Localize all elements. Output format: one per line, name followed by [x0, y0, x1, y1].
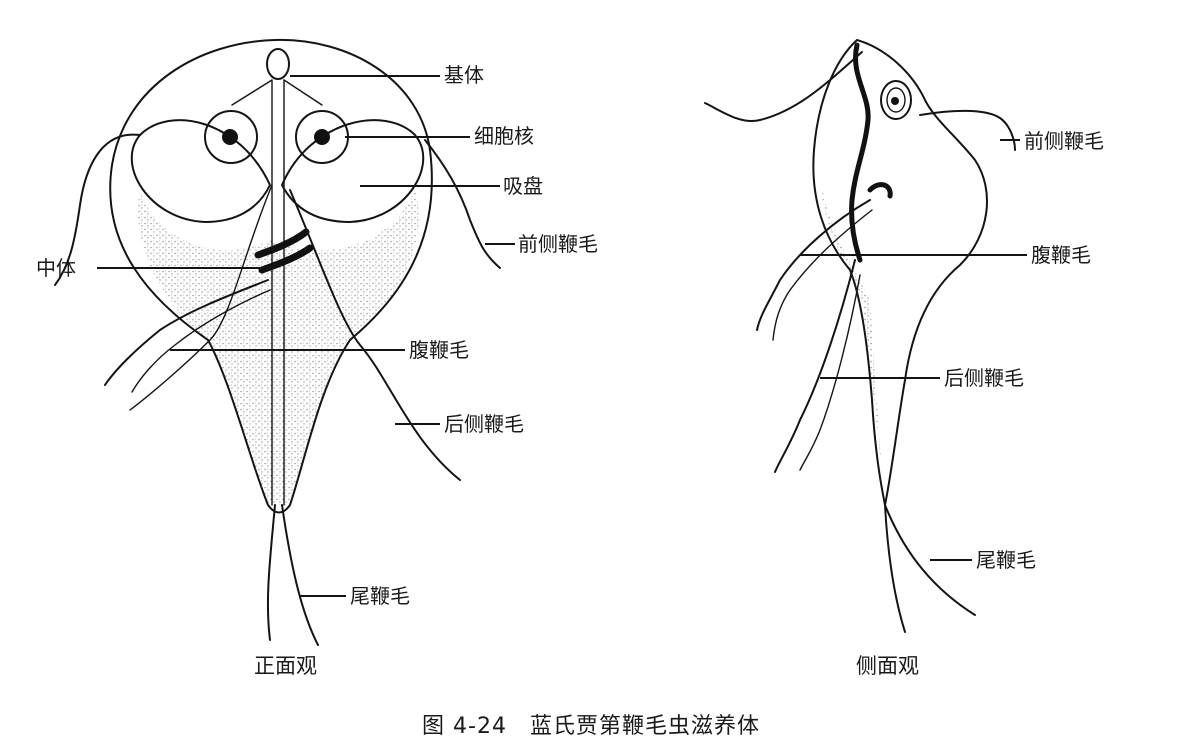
label-basal-body: 基体: [444, 63, 484, 87]
front-basal-body: [266, 48, 290, 80]
label-nucleus: 细胞核: [474, 124, 534, 148]
figure-caption: 图 4-24 蓝氏贾第鞭毛虫滋养体: [422, 714, 760, 739]
front-sucking-disc-left: [130, 119, 271, 223]
label-sucking-disc: 吸盘: [503, 174, 543, 198]
label-front-ventral-flagella: 腹鞭毛: [409, 338, 469, 362]
front-nucleus-left: [204, 110, 258, 164]
side-leader-lines: [800, 139, 1027, 561]
label-median-body: 中体: [36, 256, 76, 280]
side-view-title: 侧面观: [856, 654, 919, 678]
side-body-outline: [812, 39, 988, 506]
label-front-anterior-flagella: 前侧鞭毛: [518, 232, 598, 256]
side-nucleus: [880, 80, 912, 120]
front-leader-lines: [97, 75, 515, 597]
front-body-outline: [109, 38, 433, 514]
front-sucking-disc-right: [281, 119, 425, 223]
front-view-title: 正面观: [254, 654, 317, 678]
label-front-posterior-flagella: 后侧鞭毛: [444, 412, 524, 436]
label-front-caudal-flagella: 尾鞭毛: [350, 584, 410, 608]
front-median-body: [254, 228, 310, 259]
label-side-caudal-flagella: 尾鞭毛: [976, 548, 1036, 572]
label-side-posterior-flagella: 后侧鞭毛: [944, 366, 1024, 390]
label-side-ventral-flagella: 腹鞭毛: [1031, 243, 1091, 267]
label-side-anterior-flagella: 前侧鞭毛: [1024, 129, 1104, 153]
side-view-drawing: [704, 39, 1016, 633]
